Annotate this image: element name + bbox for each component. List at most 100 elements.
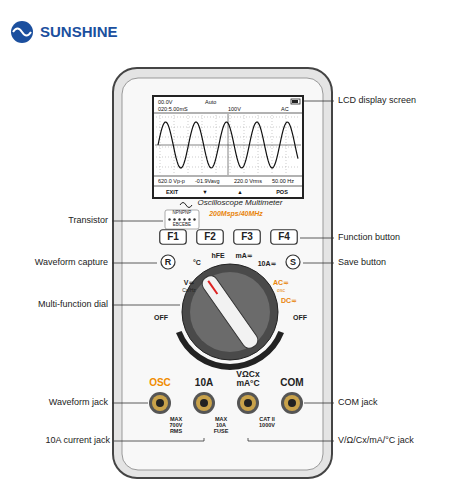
callout-label: Function button bbox=[338, 233, 400, 243]
input-jacks bbox=[200, 399, 208, 407]
transistor-socket bbox=[165, 210, 199, 229]
leader-lines bbox=[300, 238, 334, 239]
jack-rating: CAT II 1000V bbox=[256, 416, 278, 428]
leader-lines bbox=[114, 438, 204, 441]
round-button: S bbox=[285, 254, 301, 270]
button-outline bbox=[234, 230, 261, 245]
lcd-reading: -01.9Vavg bbox=[195, 178, 220, 184]
screen-divider bbox=[154, 186, 302, 187]
socket-marking: NPNPNP bbox=[173, 211, 192, 216]
socket-holes bbox=[168, 218, 195, 220]
function-button: F4 bbox=[270, 229, 298, 245]
jack-name: COM bbox=[280, 377, 303, 388]
button-outline bbox=[161, 255, 175, 269]
leader-lines bbox=[248, 438, 334, 441]
waveform-plot bbox=[155, 114, 301, 175]
leader-lines bbox=[304, 403, 334, 404]
leader-lines bbox=[112, 263, 157, 264]
battery-icon bbox=[292, 100, 298, 103]
lcd-reading: 620.0 Vp-p bbox=[158, 178, 185, 184]
dial-knob bbox=[199, 273, 260, 351]
logo-icon bbox=[11, 21, 33, 43]
socket-holes bbox=[183, 218, 185, 220]
socket-holes bbox=[178, 218, 180, 220]
socket-marking: EBCEBE bbox=[173, 223, 191, 228]
leader-lines bbox=[112, 403, 148, 404]
battery-icon bbox=[291, 99, 300, 104]
function-button: F3 bbox=[233, 229, 261, 245]
callout-label: LCD display screen bbox=[338, 96, 416, 106]
lcd-reading: 50.00 Hz bbox=[272, 178, 294, 184]
callout-label: COM jack bbox=[338, 398, 378, 408]
callout-label: V/Ω/Cx/mA/°C jack bbox=[338, 436, 414, 446]
dial-position: hFE bbox=[211, 252, 224, 260]
lcd-reading: 100V bbox=[228, 106, 241, 112]
dial-position: °C bbox=[193, 259, 201, 267]
lcd-screen bbox=[153, 96, 303, 198]
button-label: F1 bbox=[167, 232, 179, 242]
input-jacks bbox=[149, 392, 171, 414]
input-jacks bbox=[156, 399, 164, 407]
screen-divider bbox=[154, 113, 302, 114]
input-jacks bbox=[281, 392, 303, 414]
callout-label: Transistor bbox=[68, 216, 108, 226]
callout-label: Waveform jack bbox=[49, 398, 108, 408]
screen-divider bbox=[154, 176, 302, 177]
round-button: R bbox=[160, 254, 176, 270]
dial-position: Cx/Hz bbox=[182, 288, 196, 294]
jack-name: OSC bbox=[149, 377, 171, 388]
leader-lines bbox=[112, 305, 180, 306]
function-button: F2 bbox=[196, 229, 224, 245]
waveform-plot bbox=[158, 122, 298, 168]
lcd-reading: 020:5.00mS bbox=[158, 106, 188, 112]
product-name: Oscilloscope Multimeter bbox=[198, 199, 283, 208]
dial-position: mA≂ bbox=[235, 252, 252, 260]
button-outline bbox=[160, 230, 187, 245]
input-jacks bbox=[244, 399, 252, 407]
rotary-dial bbox=[190, 272, 270, 352]
logo-icon bbox=[13, 29, 31, 36]
lcd-menu-item: EXIT bbox=[166, 189, 178, 195]
wave-icon bbox=[180, 203, 192, 208]
dial-position: DC≂ bbox=[281, 297, 297, 305]
input-jacks bbox=[149, 392, 303, 414]
lcd-menu-item: ▲ bbox=[237, 189, 242, 195]
input-jacks bbox=[284, 395, 300, 411]
callout-label: Save button bbox=[338, 258, 386, 268]
leader-lines bbox=[303, 263, 334, 264]
input-jacks bbox=[193, 392, 215, 414]
lcd-menu-item: POS bbox=[276, 189, 288, 195]
lcd-reading: AC bbox=[281, 106, 289, 112]
input-jacks bbox=[288, 399, 296, 407]
button-label: F3 bbox=[241, 232, 253, 242]
dial-position: OFF bbox=[154, 314, 168, 322]
dial-position: AC≂ bbox=[273, 279, 289, 287]
dial-position: V≂ bbox=[184, 279, 195, 287]
button-label: F4 bbox=[278, 232, 290, 242]
lcd-reading: Auto bbox=[205, 99, 216, 105]
input-jacks bbox=[196, 395, 212, 411]
dial-position: 10A≂ bbox=[258, 260, 277, 268]
button-outline bbox=[197, 230, 224, 245]
button-label: F2 bbox=[204, 232, 216, 242]
button-label: R bbox=[165, 258, 172, 267]
input-jacks bbox=[240, 395, 256, 411]
brand-logo: SUNSHINE bbox=[40, 24, 118, 41]
jack-name: 10A bbox=[195, 377, 213, 388]
dial-position: OFF bbox=[293, 314, 307, 322]
lcd-reading: 00.0V bbox=[158, 99, 172, 105]
lcd-menu-item: ▼ bbox=[202, 189, 207, 195]
logo-icon bbox=[11, 21, 33, 43]
leader-lines bbox=[112, 221, 163, 222]
button-outline bbox=[286, 255, 300, 269]
callout-label: Multi-function dial bbox=[38, 300, 108, 310]
leader-lines bbox=[112, 101, 334, 441]
function-button: F1 bbox=[159, 229, 187, 245]
callout-label: Waveform capture bbox=[35, 258, 108, 268]
leader-lines bbox=[304, 101, 334, 102]
meter-face bbox=[122, 78, 323, 470]
callout-label: 10A current jack bbox=[45, 436, 110, 446]
rotary-dial bbox=[182, 264, 278, 360]
